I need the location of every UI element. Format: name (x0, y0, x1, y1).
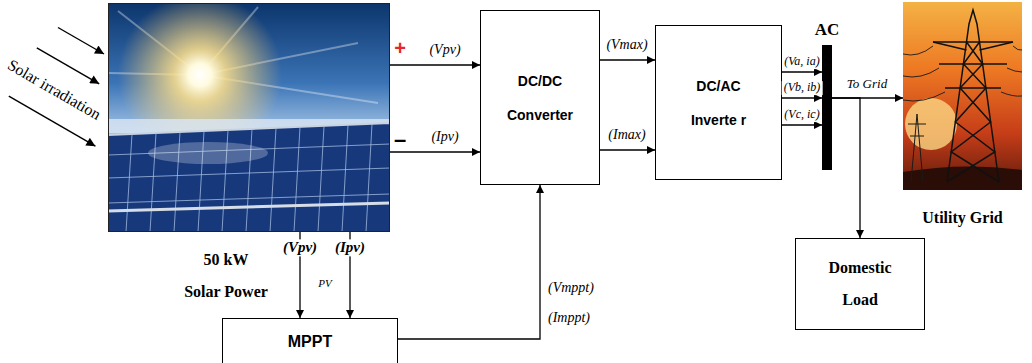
irradiation-label: Solar irradiation (4, 56, 104, 124)
node-text: Domestic Load (815, 252, 905, 316)
load-box: Domestic Load (795, 238, 925, 330)
edge-label-holder: (Vmax) (604, 37, 649, 53)
signal-arrow (782, 97, 822, 98)
signal-label: (Vmppt) (548, 280, 594, 296)
signal-arrow (782, 71, 822, 72)
irradiation-arrow (37, 48, 99, 84)
edge-label-holder: To Grid (845, 77, 889, 92)
text-holder: Domestic Load (815, 252, 905, 316)
small-pylon (908, 114, 926, 182)
signal-label: (Ipv) (431, 129, 458, 145)
edge-label-holder: (Ipv) (333, 239, 367, 256)
node-text: DC/AC Inverte r (691, 69, 747, 137)
edge-label-holder: (Ipv) (429, 129, 460, 145)
signal-label: (Va, ia) (784, 55, 819, 69)
utility-grid: Utility Grid (903, 2, 1022, 190)
signal-label: (Vpv) (283, 239, 317, 256)
edge-label-holder: (Vpv) (427, 42, 462, 58)
edge-label-holder: (Va, ia) (782, 55, 821, 69)
signal-arrow (349, 232, 350, 318)
panel-cells (108, 124, 390, 232)
node-text: DC/DC Converter (495, 64, 585, 132)
label-holder: PV (318, 277, 331, 290)
signal-label: (Imax) (608, 127, 645, 143)
edge-label-holder: (Imax) (606, 127, 647, 143)
inverter-box: DC/AC Inverte r (655, 25, 782, 180)
text-holder: AC (807, 19, 847, 41)
signal-label: To Grid (847, 77, 887, 92)
signal-arrow (299, 232, 300, 318)
panel-array (108, 123, 390, 232)
polarity-sign: – (394, 127, 406, 152)
panel-gap (108, 203, 390, 211)
signal-arrow (600, 59, 655, 60)
edge-label-holder: (Vb, ib) (782, 81, 823, 95)
signal-label: PV (318, 277, 331, 290)
text-holder: 50 kW Solar Power (166, 244, 286, 308)
signal-arrow (832, 98, 860, 238)
signal-arrow (782, 124, 822, 125)
signal-label: (Vb, ib) (784, 81, 821, 95)
irradiation-arrow (58, 28, 104, 55)
signal-label: (Vc, ic) (784, 108, 819, 122)
power-lines (903, 46, 1022, 101)
ground (903, 166, 1022, 190)
solar-panel-illustration (108, 3, 390, 232)
pv-array: 50 kW Solar Power (108, 3, 390, 232)
signal-arrow (600, 149, 655, 150)
irradiation-arrows (9, 28, 104, 147)
label-holder: (Vmppt) (548, 280, 594, 296)
signal-label: (Vmax) (606, 37, 647, 53)
text-holder: MPPT (288, 332, 332, 352)
dusk-sky (903, 2, 1022, 190)
mppt-box: MPPT (222, 318, 398, 363)
text-holder: Utility Grid (903, 208, 1022, 228)
edge-label-holder: (Vc, ic) (782, 108, 821, 122)
label-holder: (Imppt) (548, 310, 590, 326)
converter-box: DC/DC Converter (480, 10, 600, 185)
text-holder: DC/DC Converter (495, 64, 585, 132)
node-text: Utility Grid (903, 208, 1022, 228)
node-text: MPPT (288, 332, 332, 352)
sun-reflection (148, 142, 268, 164)
label-holder: – (394, 127, 406, 152)
signal-label: (Ipv) (335, 239, 365, 256)
signal-arrow (390, 64, 480, 65)
node-text: 50 kW Solar Power (166, 244, 286, 308)
pylon (933, 10, 1013, 182)
label-holder: + (394, 37, 406, 60)
power-pylon-illustration (903, 2, 1022, 190)
irradiation-arrow (9, 96, 96, 146)
node-text: AC (807, 19, 847, 41)
signal-label: (Imppt) (548, 310, 590, 326)
text-holder: DC/AC Inverte r (691, 69, 747, 137)
edge-label-holder: (Vpv) (281, 239, 319, 256)
polarity-sign: + (394, 37, 406, 60)
signal-arrow (390, 151, 480, 152)
label-holder: Solar irradiation (4, 56, 104, 124)
signal-label: (Vpv) (429, 42, 460, 58)
ac-bus-bar: AC (822, 45, 832, 170)
signal-arrow (398, 185, 540, 339)
